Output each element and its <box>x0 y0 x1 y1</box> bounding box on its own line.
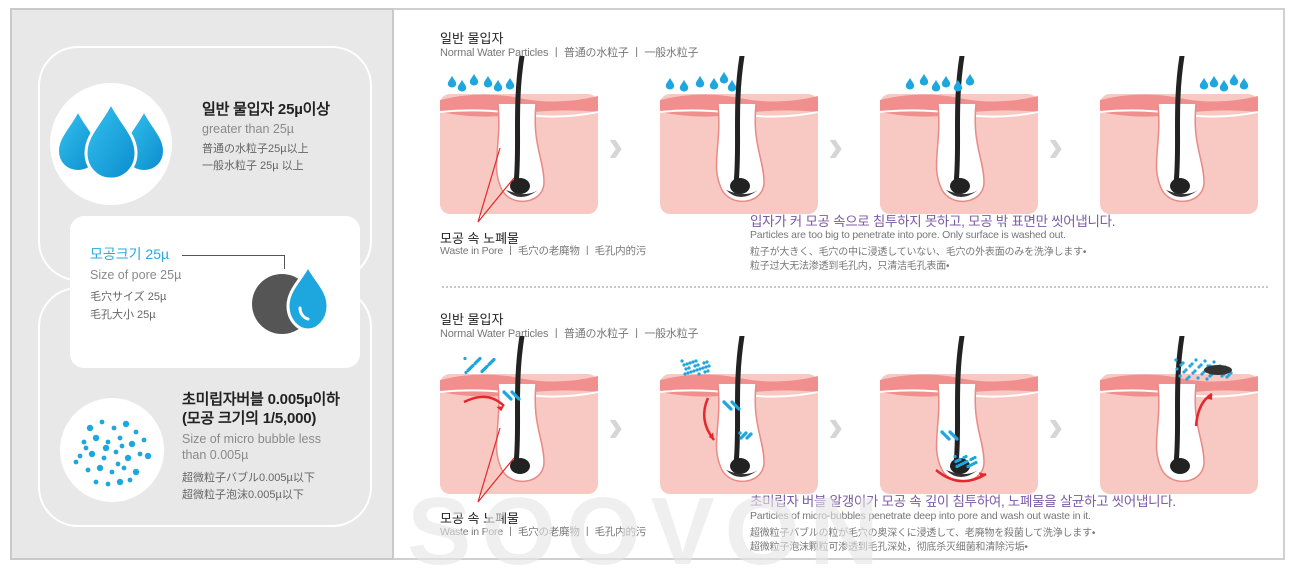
bottom-waste-subtitle: Waste in Pore ㅣ 毛穴の老廃物 ㅣ 毛孔内的污 <box>440 526 647 538</box>
comparison-panel <box>394 8 1285 560</box>
bottom-section-subtitle: Normal Water Particles ㅣ 普通の水粒子 ㅣ 一般水粒子 <box>440 328 699 340</box>
section-divider <box>442 286 1268 288</box>
svg-text:SOOVON: SOOVON <box>407 486 888 566</box>
top-description-kr: 입자가 커 모공 속으로 침투하지 못하고, 모공 밖 표면만 씻어냅니다. <box>750 214 1116 229</box>
micro-bubble-dot <box>86 424 94 432</box>
normal-particle-title: 일반 물입자 25µ이상 <box>202 101 330 118</box>
skin-cross-section <box>880 336 1038 494</box>
micro-bubble-dot <box>109 469 115 475</box>
micro-bubble-dot <box>111 425 117 431</box>
top-waste-subtitle: Waste in Pore ㅣ 毛穴の老廃物 ㅣ 毛孔内的污 <box>440 245 647 257</box>
micro-bubble-dot <box>119 443 125 449</box>
top-waste-title: 모공 속 노폐물 <box>440 231 519 246</box>
top-description-jp: 粒子が大きく、毛穴の中に浸透していない、毛穴の外表面のみを洗浄します• <box>750 247 1087 258</box>
top-section-subtitle: Normal Water Particles ㅣ 普通の水粒子 ㅣ 一般水粒子 <box>440 47 699 59</box>
micro-bubble-dot <box>92 434 100 442</box>
pore-size-cn: 毛孔大小 25µ <box>90 309 156 321</box>
step-arrow: › <box>608 119 624 171</box>
micro-bubble-en-2: than 0.005µ <box>182 448 249 462</box>
watermark-logo: SOOVON <box>407 486 888 566</box>
water-drops-icon <box>56 99 166 181</box>
micro-bubble-dot <box>144 452 152 460</box>
pore-size-leader-line <box>182 255 285 256</box>
step-arrow: › <box>828 119 844 171</box>
micro-bubble-dot <box>127 477 133 483</box>
bottom-description-kr: 초미립자 버블 알갱이가 모공 속 깊이 침투하여, 노폐물을 살균하고 씻어냅… <box>750 494 1176 509</box>
micro-bubble-dot <box>105 481 111 487</box>
normal-particle-cn: 一般水粒子 25µ 以上 <box>202 160 304 172</box>
top-description-en: Particles are too big to penetrate into … <box>750 229 1066 241</box>
micro-bubble-title-2: (모공 크기의 1/5,000) <box>182 410 317 427</box>
micro-bubble-dot <box>124 454 132 462</box>
normal-particle-jp: 普通の水粒子25µ以上 <box>202 143 309 155</box>
pore-drop-icon <box>252 262 330 334</box>
particle-size-panel: 일반 물입자 25µ이상 greater than 25µ 普通の水粒子25µ以… <box>10 8 394 560</box>
step-arrow: › <box>1048 399 1064 451</box>
water-drops-circle <box>50 83 172 205</box>
micro-bubble-dot <box>102 444 110 452</box>
micro-bubble-dot <box>133 429 139 435</box>
skin-cross-section <box>440 336 598 494</box>
micro-bubble-jp: 超微粒子バブル0.005µ以下 <box>182 472 315 484</box>
skin-cross-section <box>660 56 818 214</box>
micro-bubble-cn: 超微粒子泡沫0.005µ以下 <box>182 489 304 501</box>
micro-bubble-dot <box>96 464 104 472</box>
step-arrow: › <box>828 399 844 451</box>
micro-bubble-dot <box>113 449 119 455</box>
micro-bubble-dot <box>115 461 121 467</box>
skin-cross-section <box>880 56 1038 214</box>
micro-bubble-dot <box>88 450 96 458</box>
skin-cross-section <box>1100 56 1258 214</box>
bottom-waste-title: 모공 속 노폐물 <box>440 511 519 526</box>
pore-size-jp: 毛穴サイズ 25µ <box>90 291 167 303</box>
micro-bubble-dot <box>93 479 99 485</box>
micro-bubble-dot <box>77 453 83 459</box>
micro-bubble-dot <box>101 455 107 461</box>
micro-bubble-dot <box>121 465 127 471</box>
skin-cross-section <box>660 336 818 494</box>
micro-bubble-dot <box>117 435 123 441</box>
bottom-description-jp: 超微粒子バブルの粒が毛穴の奥深くに浸透して、老廃物を殺菌して洗浄します• <box>750 528 1096 539</box>
micro-bubble-dot <box>105 439 111 445</box>
micro-bubble-circle <box>60 398 164 502</box>
micro-bubble-title-1: 초미립자버블 0.005µ이하 <box>182 391 340 408</box>
micro-bubble-dot <box>85 467 91 473</box>
micro-bubble-dot <box>122 420 130 428</box>
bottom-description-cn: 超微粒子泡沫颗粒可渗透到毛孔深处，彻底杀灭细菌和清除污垢• <box>750 542 1028 553</box>
skin-cross-section <box>440 56 598 214</box>
micro-bubble-dot <box>81 439 87 445</box>
skin-cross-section <box>1100 336 1258 494</box>
micro-bubble-en-1: Size of micro bubble less <box>182 432 321 446</box>
step-arrow: › <box>1048 119 1064 171</box>
micro-bubble-dot <box>132 468 140 476</box>
micro-bubble-dot <box>141 437 147 443</box>
micro-bubble-icon <box>73 419 152 487</box>
pore-size-title: 모공크기 25µ <box>90 246 170 262</box>
top-section-title: 일반 물입자 <box>440 31 504 46</box>
bottom-section-title: 일반 물입자 <box>440 312 504 327</box>
pore-size-card <box>70 216 360 368</box>
micro-bubble-dot <box>116 478 124 486</box>
bottom-description-en: Particles of micro-bubbles penetrate dee… <box>750 510 1091 522</box>
micro-bubble-dot <box>128 440 136 448</box>
step-arrow: › <box>608 399 624 451</box>
micro-bubble-dot <box>99 419 105 425</box>
micro-bubble-dot <box>83 445 89 451</box>
pore-size-en: Size of pore 25µ <box>90 268 182 282</box>
top-description-cn: 粒子过大无法渗透到毛孔内，只清洁毛孔表面• <box>750 261 950 272</box>
micro-bubble-dot <box>73 459 79 465</box>
micro-bubble-dot <box>137 451 143 457</box>
normal-particle-en: greater than 25µ <box>202 122 294 136</box>
pore-size-leader-tick <box>284 255 285 269</box>
